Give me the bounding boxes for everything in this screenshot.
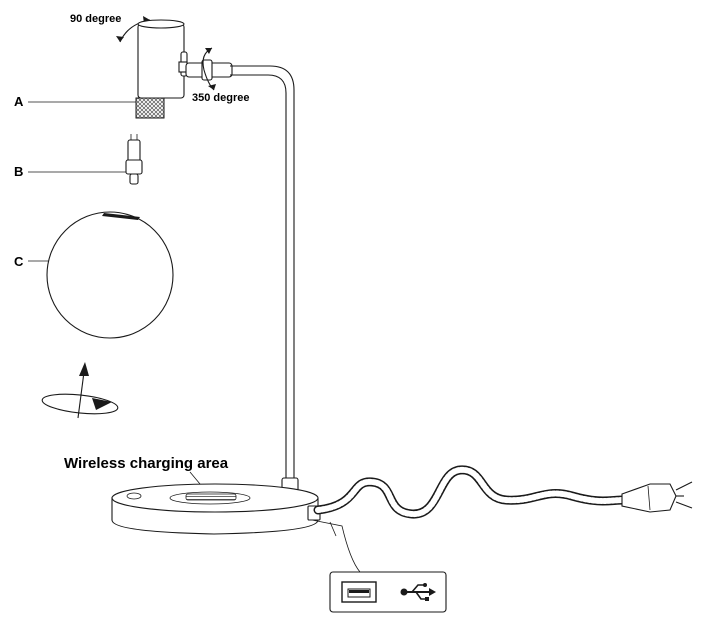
swivel-joint [185, 47, 233, 91]
twist-install-icon [41, 362, 119, 419]
part-c-label: C [14, 254, 24, 269]
wireless-area-label: Wireless charging area [64, 455, 229, 472]
lamp-head [135, 19, 188, 119]
power-cable [313, 465, 629, 519]
part-b-label: B [14, 164, 23, 179]
globe-c [46, 211, 174, 339]
power-plug [621, 481, 693, 513]
rotation-joint-label: 350 degree [192, 92, 249, 104]
usb-callout [311, 519, 447, 613]
bulb-b [125, 134, 143, 185]
lamp-base [111, 483, 321, 535]
usb-port-icon [341, 581, 377, 603]
rotation-top-label: 90 degree [70, 13, 121, 25]
part-a-label: A [14, 94, 24, 109]
lamp-arm [230, 65, 299, 493]
usb-symbol-icon [400, 583, 436, 601]
wireless-pad [169, 491, 251, 505]
